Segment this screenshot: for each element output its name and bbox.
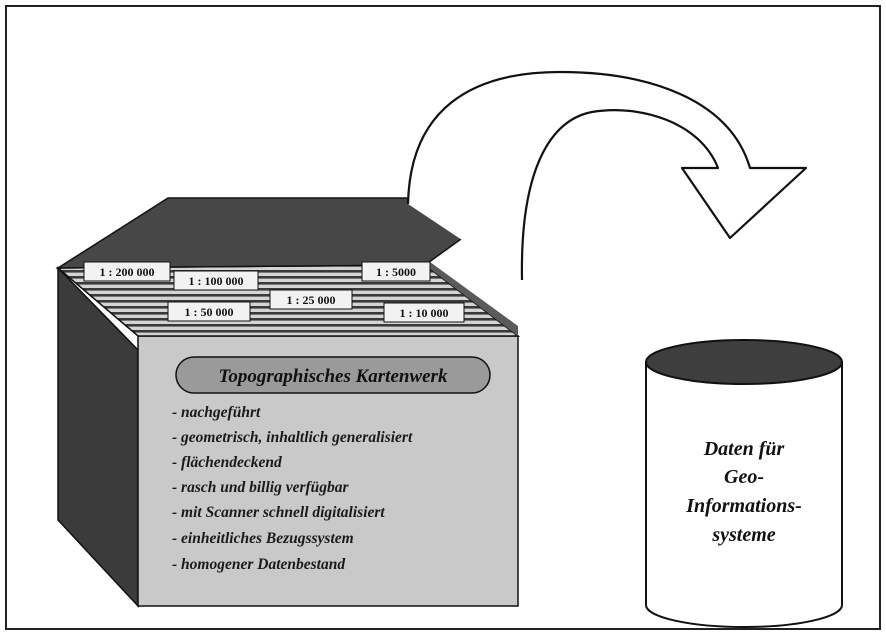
scale-tab-100000: 1 : 100 000 — [173, 270, 259, 291]
scale-tab-10000: 1 : 10 000 — [383, 302, 465, 323]
feature-item: - mit Scanner schnell digitalisiert — [172, 504, 385, 521]
scale-label: 1 : 100 000 — [189, 274, 244, 288]
scale-label: 1 : 25 000 — [287, 293, 336, 307]
feature-item: - rasch und billig verfügbar — [172, 479, 350, 496]
feature-item: - einheitliches Bezugssystem — [172, 530, 354, 547]
feature-item: - flächendeckend — [172, 454, 282, 471]
cylinder-line: systeme — [711, 524, 775, 546]
cylinder-line: Daten für — [703, 438, 785, 460]
scale-label: 1 : 10 000 — [400, 306, 449, 320]
feature-item: - nachgeführt — [172, 404, 261, 421]
database-cylinder: Daten für Geo- Informations- systeme — [645, 339, 843, 628]
scale-label: 1 : 50 000 — [185, 305, 234, 319]
box-lid-edge — [425, 262, 518, 336]
cylinder-line: Geo- — [724, 466, 764, 488]
scale-tab-200000: 1 : 200 000 — [83, 261, 171, 282]
scale-label: 1 : 200 000 — [100, 265, 155, 279]
curved-arrow — [406, 70, 808, 281]
feature-item: - geometrisch, inhaltlich generalisiert — [172, 429, 413, 446]
box-title-pill: Topographisches Kartenwerk — [175, 356, 491, 394]
scale-tab-50000: 1 : 50 000 — [167, 301, 251, 322]
cylinder-line: Informations- — [685, 495, 802, 517]
scale-tab-25000: 1 : 25 000 — [269, 289, 353, 310]
scale-label: 1 : 5000 — [376, 265, 416, 279]
box-title: Topographisches Kartenwerk — [219, 366, 448, 387]
scale-tab-5000: 1 : 5000 — [361, 261, 431, 282]
feature-item: - homogener Datenbestand — [172, 556, 345, 573]
box-feature-list: - nachgeführt - geometrisch, inhaltlich … — [172, 404, 413, 573]
cylinder-top — [645, 339, 843, 385]
